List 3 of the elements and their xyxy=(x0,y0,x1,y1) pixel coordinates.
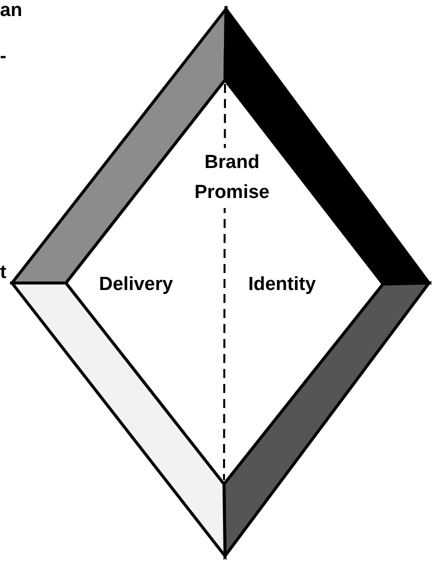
cut-off-text: an xyxy=(0,0,22,22)
cut-off-text: t xyxy=(0,262,6,284)
cut-off-text: - xyxy=(0,46,6,68)
